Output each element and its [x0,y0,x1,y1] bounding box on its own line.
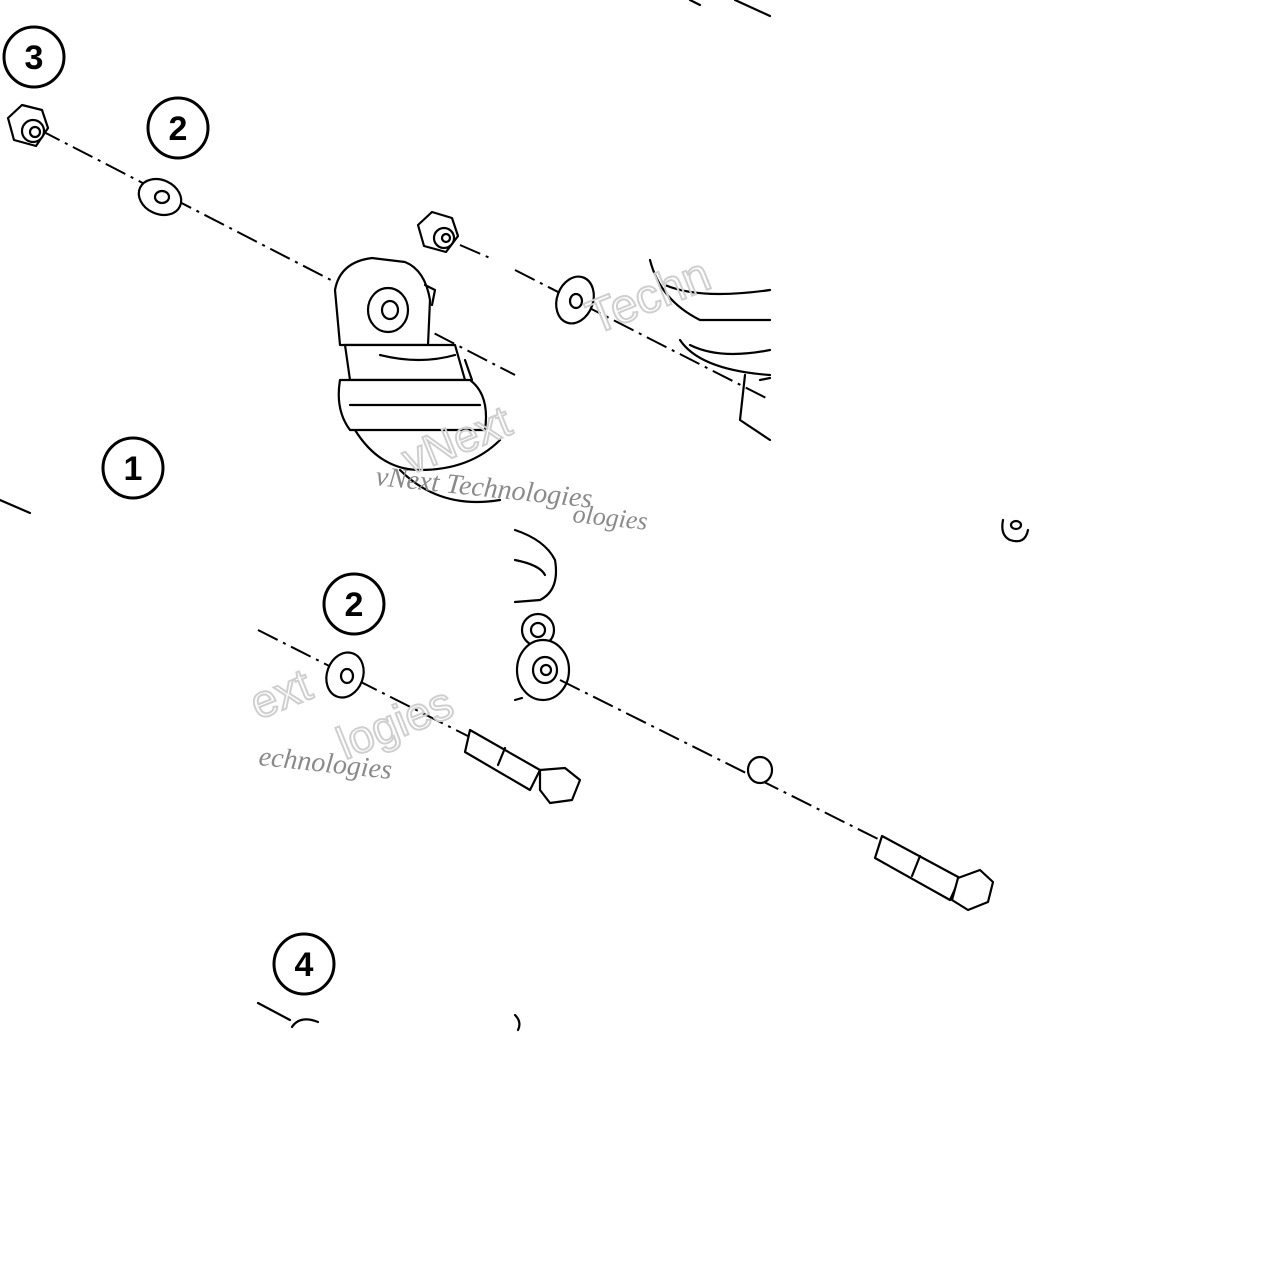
lower-fragment [256,1001,521,1032]
nut-upper-middle [416,210,491,259]
watermark-text-1: vNext Technologies [374,461,594,515]
washer-part-2-lower [325,651,365,699]
small-fragment-right [1001,518,1030,543]
callout-1: 1 [101,436,165,500]
callout-2-lower: 2 [322,572,386,636]
bolt-right [873,834,995,912]
callout-2-lower-label: 2 [345,586,364,624]
shock-spring-fragment [648,258,772,442]
shock-absorber-bottom [513,528,571,702]
washer-middle-right [746,755,774,785]
shock-absorber-top [333,256,502,504]
middle-tile [257,629,582,805]
watermark-text-3: ologies [571,499,649,536]
upper-right-tile [514,258,772,442]
middle-right-tile [513,518,1030,912]
watermark-group: vNext Techn ext logies vNext Technologie… [241,247,719,786]
nut-part-3 [6,103,50,148]
callout-2-upper-label: 2 [169,110,188,148]
left-fragment [0,498,32,515]
bolt-middle [463,728,582,805]
callout-1-label: 1 [124,450,143,488]
upper-tile [6,103,516,504]
watermark-big-3: ext [242,658,319,729]
top-edge-fragment [688,0,772,18]
upper-axis-line [39,129,516,376]
callout-2-upper: 2 [146,96,210,160]
callout-4-label: 4 [295,946,314,984]
callout-4: 4 [272,932,336,996]
callout-3: 3 [2,25,66,89]
washer-upper-right [555,275,595,325]
callout-3-label: 3 [25,39,44,77]
watermark-big-2: Techn [579,248,718,345]
washer-part-2-upper [137,177,183,217]
